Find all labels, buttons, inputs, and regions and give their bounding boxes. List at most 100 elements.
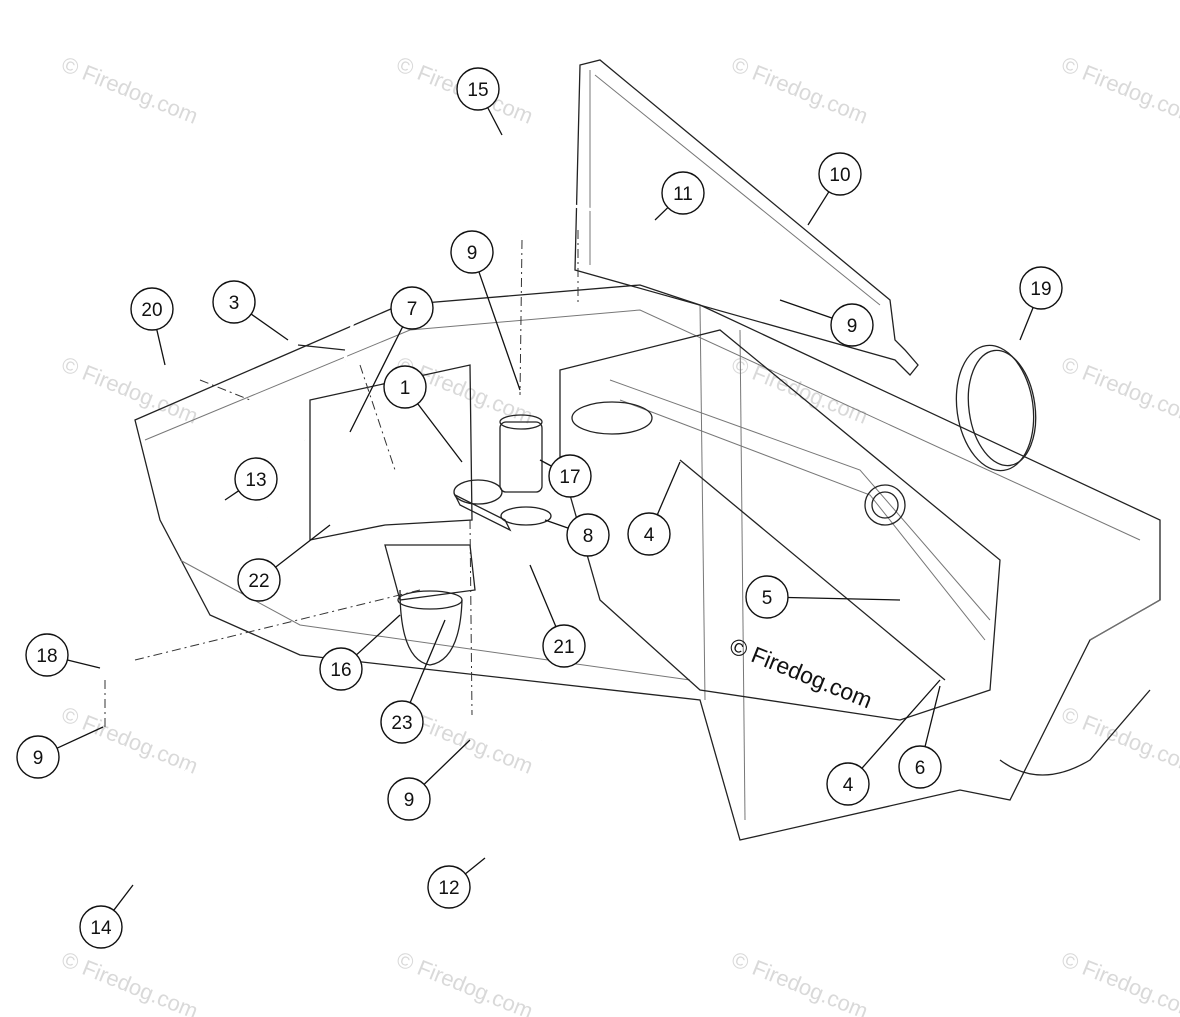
callout-15: 15: [456, 67, 500, 111]
watermark-text: © Firedog.com: [393, 946, 536, 1017]
callout-number: 19: [1030, 279, 1051, 300]
callout-circle: [380, 700, 424, 744]
leader-lines: [56, 107, 1034, 911]
callout-leader: [356, 614, 401, 656]
chassis-frame: [134, 284, 1161, 841]
callout-leader: [250, 313, 289, 341]
callout-14: 14: [79, 905, 123, 949]
callout-number: 15: [467, 80, 488, 101]
callout-6: 6: [898, 745, 942, 789]
callout-leader: [67, 659, 101, 669]
callout-number: 4: [843, 775, 854, 796]
callout-16: 16: [319, 647, 363, 691]
callout-leader: [654, 207, 669, 221]
callout-leader: [478, 271, 521, 391]
callout-leader: [861, 679, 941, 769]
callout-leader: [1019, 307, 1034, 341]
callout-21: 21: [542, 624, 586, 668]
callout-circle: [1019, 266, 1063, 310]
callout-number: 9: [467, 243, 478, 264]
callout-number: 6: [915, 758, 926, 779]
callout-13: 13: [234, 457, 278, 501]
firedog-credit: © Firedog.com: [726, 633, 876, 714]
callout-leader: [807, 191, 830, 226]
callout-circle: [818, 152, 862, 196]
callout-leader: [544, 519, 569, 529]
callout-circle: [661, 171, 705, 215]
callout-number: 5: [762, 588, 773, 609]
watermark-text: © Firedog.com: [1058, 946, 1180, 1017]
callout-circle: [826, 762, 870, 806]
hoses: [103, 126, 946, 912]
callout-leader: [779, 299, 833, 319]
callout-circle: [25, 633, 69, 677]
callout-circle: [627, 512, 671, 556]
callout-number: 22: [248, 571, 269, 592]
callout-4: 4: [826, 762, 870, 806]
callout-number: 4: [644, 525, 655, 546]
callout-leader: [924, 685, 941, 747]
callout-circle: [130, 287, 174, 331]
callout-circle: [390, 286, 434, 330]
callout-number: 3: [229, 293, 240, 314]
callout-19: 19: [1019, 266, 1063, 310]
callout-circle: [319, 647, 363, 691]
watermark-text: © Firedog.com: [58, 351, 201, 428]
callout-circle: [745, 575, 789, 619]
fuel-tank: [559, 329, 1001, 721]
callout-number: 9: [847, 316, 858, 337]
callout-leader: [275, 524, 331, 568]
callout-number: 11: [673, 184, 693, 205]
pump-assembly: [309, 364, 552, 666]
callout-circle: [79, 905, 123, 949]
filter-ring: [955, 344, 1037, 472]
callout-circle: [16, 735, 60, 779]
callout-number: 9: [33, 748, 44, 769]
callout-10: 10: [818, 152, 862, 196]
callout-12: 12: [427, 865, 471, 909]
callout-3: 3: [212, 280, 256, 324]
watermark-text: © Firedog.com: [1058, 351, 1180, 428]
callout-17: 17: [548, 454, 592, 498]
callout-number: 8: [583, 526, 594, 547]
callout-number: 13: [245, 470, 266, 491]
callout-number: 1: [400, 378, 411, 399]
callout-circle: [566, 513, 610, 557]
watermark-text: © Firedog.com: [58, 946, 201, 1017]
watermark-text: © Firedog.com: [58, 51, 201, 128]
callout-9: 9: [450, 230, 494, 274]
callout-leader: [423, 739, 471, 785]
callout-20: 20: [130, 287, 174, 331]
callout-number: 20: [141, 300, 162, 321]
callout-number: 7: [407, 299, 418, 320]
callout-22: 22: [237, 558, 281, 602]
callout-number: 9: [404, 790, 415, 811]
callout-leader: [113, 884, 134, 911]
callout-circle: [456, 67, 500, 111]
callout-9: 9: [830, 303, 874, 347]
callout-leader: [409, 619, 446, 703]
watermark-layer: © Firedog.com © Firedog.com © Firedog.com ©…: [58, 51, 1180, 1017]
callout-9: 9: [387, 777, 431, 821]
callout-number: 10: [829, 165, 850, 186]
callout-number: 14: [90, 918, 112, 939]
watermark-text: © Firedog.com: [1058, 51, 1180, 128]
callout-circle: [387, 777, 431, 821]
callout-number: 18: [36, 646, 57, 667]
callout-18: 18: [25, 633, 69, 677]
callout-23: 23: [380, 700, 424, 744]
callout-leader: [349, 326, 404, 433]
callout-4: 4: [627, 512, 671, 556]
callout-circle: [898, 745, 942, 789]
callout-number: 21: [553, 637, 574, 658]
side-panel: [574, 59, 919, 376]
callout-circle: [237, 558, 281, 602]
callout-number: 17: [559, 467, 580, 488]
callout-leader: [56, 726, 104, 749]
callout-number: 16: [330, 660, 351, 681]
callout-number: 12: [438, 878, 459, 899]
callout-leader: [224, 490, 239, 501]
watermark-text: © Firedog.com: [728, 51, 871, 128]
